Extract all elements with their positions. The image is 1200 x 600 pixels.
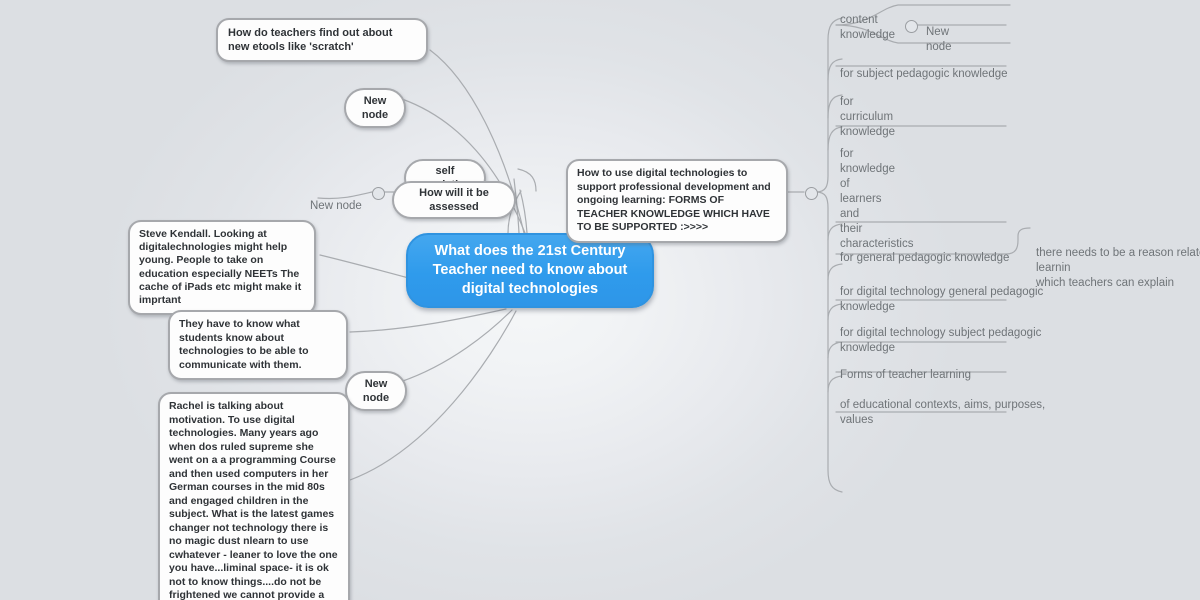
node-forms-of-teacher-knowledge-label: How to use digital technologies to suppo… bbox=[577, 167, 771, 233]
node-learners-characteristics-label: for knowledge of learners and their char… bbox=[840, 148, 914, 250]
collapse-handle-left-new-node[interactable] bbox=[372, 187, 385, 200]
node-forms-of-teacher-learning[interactable]: Forms of teacher learning bbox=[840, 353, 971, 383]
node-rachel-label: Rachel is talking about motivation. To u… bbox=[169, 400, 338, 600]
node-rachel[interactable]: Rachel is talking about motivation. To u… bbox=[158, 392, 350, 600]
root-node[interactable]: What does the 21st Century Teacher need … bbox=[406, 233, 654, 308]
node-steve-kendall[interactable]: Steve Kendall. Looking at digitalechnolo… bbox=[128, 220, 316, 316]
node-students-know[interactable]: They have to know what students know abo… bbox=[168, 310, 348, 380]
node-educational-contexts[interactable]: of educational contexts, aims, purposes,… bbox=[840, 383, 1045, 428]
node-dt-subject-pedagogic-label: for digital technology subject pedagogic… bbox=[840, 327, 1042, 354]
node-forms-of-teacher-knowledge[interactable]: How to use digital technologies to suppo… bbox=[566, 159, 788, 243]
node-new-node-right[interactable]: New node bbox=[926, 10, 952, 55]
node-reason-related-to-learning-label: there needs to be a reason related to le… bbox=[1036, 247, 1200, 289]
node-dt-general-pedagogic-label: for digital technology general pedagogic… bbox=[840, 286, 1044, 313]
node-curriculum-knowledge[interactable]: for curriculum knowledge bbox=[840, 80, 895, 140]
node-how-will-it-be-assessed[interactable]: How will it be assessed bbox=[392, 181, 516, 219]
node-learners-characteristics[interactable]: for knowledge of learners and their char… bbox=[840, 132, 914, 252]
node-students-know-label: They have to know what students know abo… bbox=[179, 318, 309, 371]
node-content-knowledge-label: content knowledge bbox=[840, 14, 895, 41]
node-new-node-top-label: New node bbox=[361, 95, 389, 121]
node-new-node-plain-label: New node bbox=[310, 200, 362, 212]
node-etools[interactable]: How do teachers find out about new etool… bbox=[216, 18, 428, 62]
node-how-will-it-be-assessed-label: How will it be assessed bbox=[419, 187, 489, 213]
node-educational-contexts-label: of educational contexts, aims, purposes,… bbox=[840, 399, 1046, 426]
node-general-pedagogic-label: for general pedagogic knowledge bbox=[840, 252, 1010, 264]
node-forms-of-teacher-learning-label: Forms of teacher learning bbox=[840, 369, 972, 381]
node-general-pedagogic[interactable]: for general pedagogic knowledge bbox=[840, 236, 1009, 266]
node-steve-kendall-label: Steve Kendall. Looking at digitalechnolo… bbox=[139, 228, 302, 307]
node-new-node-plain[interactable]: New node bbox=[310, 184, 362, 214]
node-dt-subject-pedagogic[interactable]: for digital technology subject pedagogic… bbox=[840, 311, 1041, 356]
node-reason-related-to-learning[interactable]: there needs to be a reason related to le… bbox=[1036, 231, 1200, 291]
node-new-node-lower[interactable]: New node bbox=[345, 371, 407, 411]
node-new-node-top[interactable]: New node bbox=[344, 88, 406, 128]
node-subject-pedagogic[interactable]: for subject pedagogic knowledge bbox=[840, 52, 1008, 82]
collapse-handle-right-branch[interactable] bbox=[805, 187, 818, 200]
node-etools-label: How do teachers find out about new etool… bbox=[228, 27, 393, 53]
collapse-handle-content-knowledge[interactable] bbox=[905, 20, 918, 33]
node-new-node-lower-label: New node bbox=[362, 378, 390, 404]
node-curriculum-knowledge-label: for curriculum knowledge bbox=[840, 96, 895, 138]
node-dt-general-pedagogic[interactable]: for digital technology general pedagogic… bbox=[840, 270, 1043, 315]
node-new-node-right-label: New node bbox=[926, 26, 952, 53]
node-subject-pedagogic-label: for subject pedagogic knowledge bbox=[840, 68, 1008, 80]
node-content-knowledge[interactable]: content knowledge bbox=[840, 0, 895, 43]
